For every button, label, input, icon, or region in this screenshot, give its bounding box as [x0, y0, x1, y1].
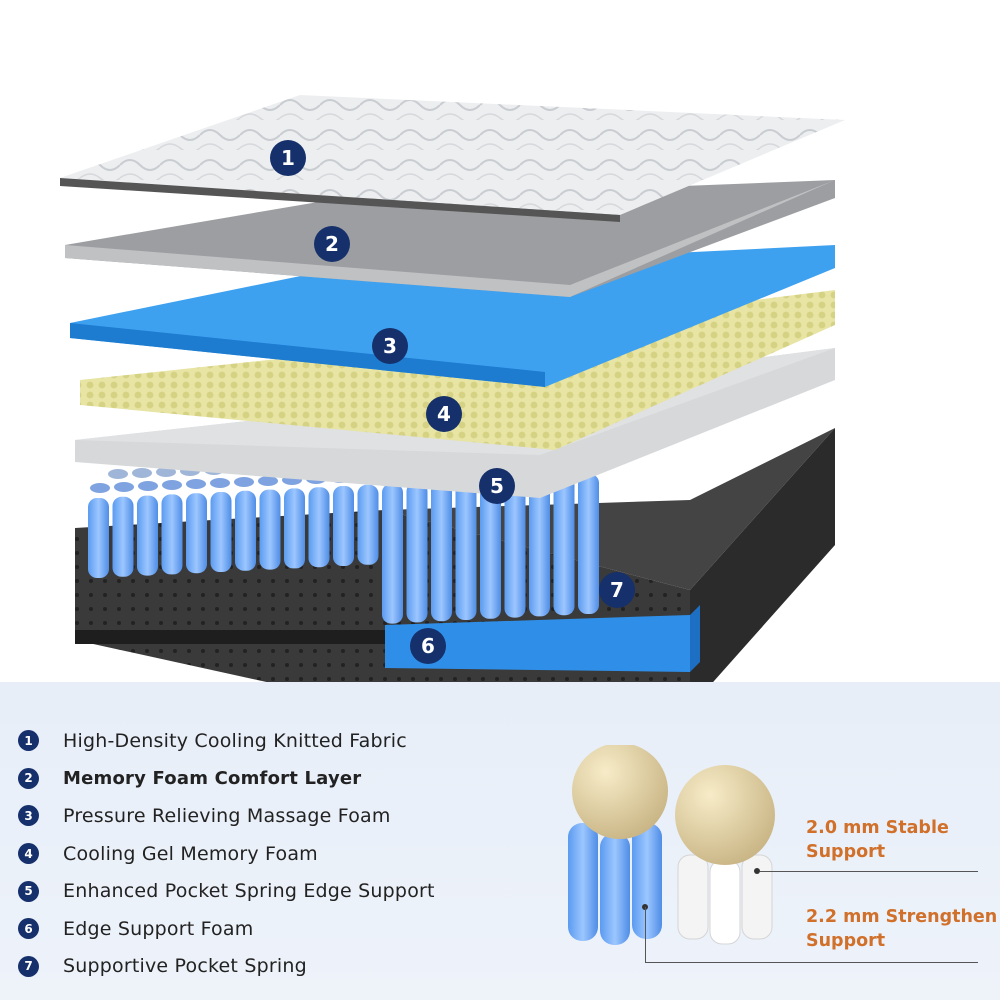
legend-label-3: Pressure Relieving Massage Foam [63, 804, 391, 827]
legend-badge-6: 6 [18, 918, 39, 940]
legend-badge-5: 5 [18, 880, 39, 902]
legend-badge-1: 1 [18, 730, 39, 752]
legend-item-7: 7 Supportive Pocket Spring [18, 948, 435, 986]
strengthen-callout-vline [645, 907, 647, 962]
pocket-spring [553, 475, 575, 616]
legend-badge-3: 3 [18, 805, 39, 827]
legend-badge-7: 7 [18, 955, 39, 977]
strengthen-callout-line [645, 962, 978, 964]
knitted-fabric-layer [60, 95, 845, 222]
pocket-spring [186, 493, 207, 574]
pocket-spring [88, 498, 109, 578]
stable-callout-line2: Support [806, 842, 886, 862]
spring-top [258, 476, 278, 486]
pocket-spring [529, 476, 550, 617]
pocket-spring [308, 487, 330, 568]
pocket-spring [137, 495, 158, 576]
legend-panel [0, 682, 1000, 1000]
layer-badge-3: 3 [372, 328, 408, 364]
layer-badge-6: 6 [410, 628, 446, 664]
spring-top [138, 481, 158, 491]
pocket-spring [455, 480, 477, 620]
badge-5-text: 5 [490, 474, 504, 498]
legend-badge-2: 2 [18, 767, 39, 789]
badge-2-text: 2 [325, 232, 339, 256]
blue-springs-group [568, 745, 668, 945]
pocket-spring [382, 483, 403, 624]
pocket-spring [284, 488, 305, 569]
badge-3-text: 3 [383, 334, 397, 358]
stable-support-callout: 2.0 mm Stable Support [806, 816, 949, 864]
layer-badge-2: 2 [314, 226, 350, 262]
legend-item-4: 4 Cooling Gel Memory Foam [18, 835, 435, 873]
massage-foam-layer [70, 245, 835, 387]
legend-label-6: Edge Support Foam [63, 917, 254, 940]
legend-label-4: Cooling Gel Memory Foam [63, 842, 318, 865]
spring-top [162, 480, 182, 490]
badge-4-text: 4 [437, 402, 451, 426]
badge-7-text: 7 [610, 578, 624, 602]
legend-item-1: 1 High-Density Cooling Knitted Fabric [18, 722, 435, 760]
stable-callout-dot [754, 868, 760, 874]
white-springs-group [675, 765, 775, 945]
legend-item-3: 3 Pressure Relieving Massage Foam [18, 797, 435, 835]
pocket-spring [161, 494, 183, 575]
pocket-spring [259, 489, 281, 570]
spring-comparison-illustration [568, 745, 775, 945]
layer-badge-1: 1 [270, 140, 306, 176]
spring-top [186, 479, 206, 489]
legend-label-2: Memory Foam Comfort Layer [63, 767, 362, 789]
pocket-spring [357, 484, 379, 565]
edge-support-foam-layer [385, 605, 700, 672]
spring-top [108, 469, 128, 479]
layer-badge-4: 4 [426, 396, 462, 432]
stable-callout-line1: 2.0 mm Stable [806, 818, 949, 838]
badge-1-text: 1 [281, 146, 295, 170]
legend-badge-4: 4 [18, 843, 39, 865]
legend-label-1: High-Density Cooling Knitted Fabric [63, 729, 407, 752]
spring-top [156, 467, 176, 477]
strengthen-callout-line2: Support [806, 931, 886, 951]
spring-top [234, 477, 254, 487]
pocket-spring [112, 496, 134, 577]
spring-top [132, 468, 152, 478]
legend-item-5: 5 Enhanced Pocket Spring Edge Support [18, 872, 435, 910]
layer-badges: 1 2 3 4 5 6 7 [270, 140, 635, 664]
spring-top [114, 482, 134, 492]
pocket-spring [504, 477, 526, 618]
layer-badge-5: 5 [479, 468, 515, 504]
layer-legend: 1 High-Density Cooling Knitted Fabric 2 Me… [18, 722, 435, 985]
legend-label-7: Supportive Pocket Spring [63, 955, 307, 978]
layer-badge-7: 7 [599, 572, 635, 608]
strengthen-support-callout: 2.2 mm Strengthen Support [806, 905, 997, 953]
strengthen-callout-line1: 2.2 mm Strengthen [806, 907, 998, 927]
pocket-spring [333, 486, 354, 566]
legend-label-5: Enhanced Pocket Spring Edge Support [63, 880, 435, 903]
comfort-foam-layer [65, 180, 835, 297]
legend-item-2: 2 Memory Foam Comfort Layer [18, 760, 435, 798]
pocket-spring [431, 481, 452, 622]
pocket-spring [210, 492, 232, 572]
badge-6-text: 6 [421, 634, 435, 658]
spring-top [210, 478, 230, 488]
pocket-spring [480, 478, 501, 619]
spring-top [90, 483, 110, 493]
pocket-spring [406, 482, 428, 623]
stable-callout-line [760, 871, 978, 873]
pocket-spring [235, 490, 256, 571]
legend-item-6: 6 Edge Support Foam [18, 910, 435, 948]
pocket-spring [578, 474, 599, 614]
